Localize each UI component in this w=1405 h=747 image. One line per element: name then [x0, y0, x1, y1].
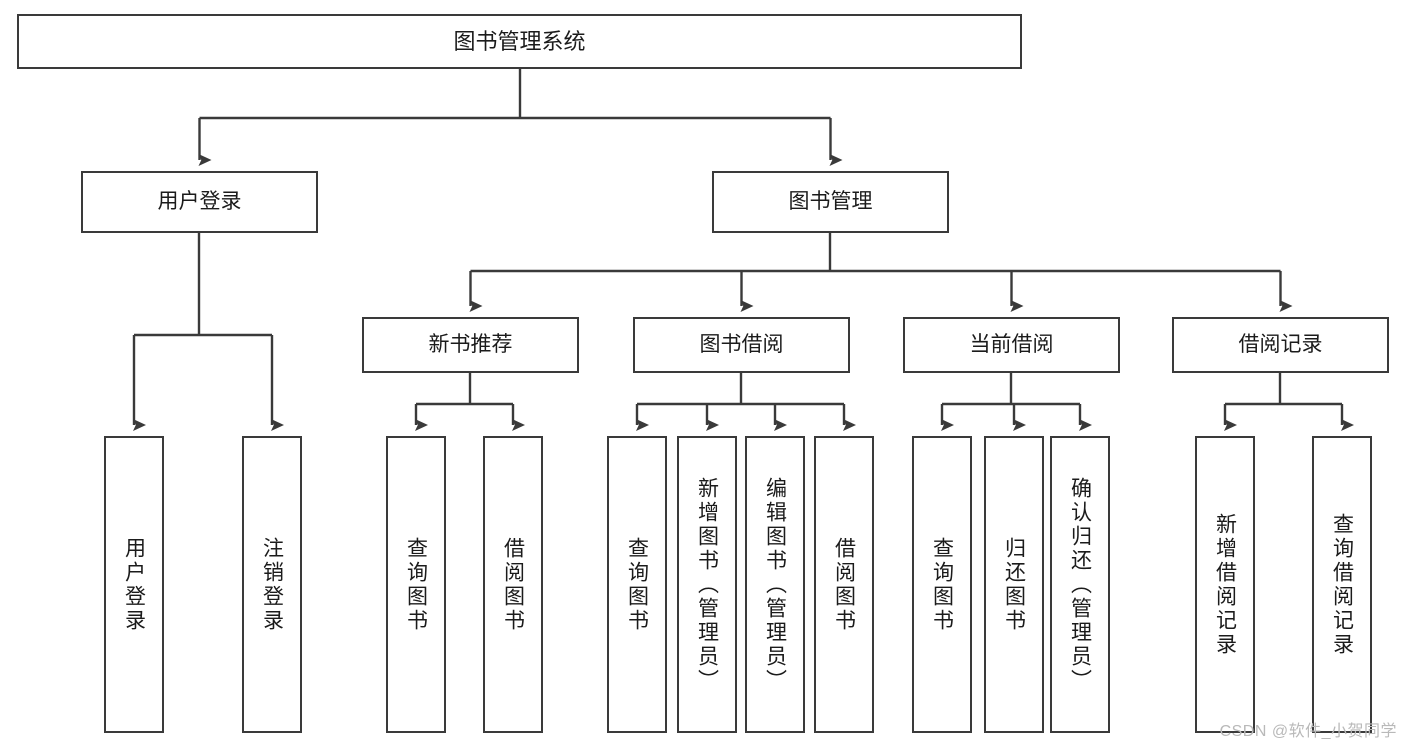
node-leaf-user-login[interactable]: 用户登录	[104, 436, 164, 733]
node-leaf-user-logout[interactable]: 注销登录	[242, 436, 302, 733]
node-label: 图书借阅	[699, 332, 784, 356]
node-leaf-query-book-3[interactable]: 查询图书	[912, 436, 972, 733]
node-root[interactable]: 图书管理系统	[17, 14, 1022, 69]
node-leaf-return-book[interactable]: 归还图书	[984, 436, 1044, 733]
node-leaf-edit-book[interactable]: 编辑图书（管理员）	[745, 436, 805, 733]
node-label: 借阅记录	[1238, 332, 1323, 356]
node-label: 用户登录	[157, 189, 242, 213]
node-label: 当前借阅	[969, 332, 1054, 356]
node-label: 新增借阅记录	[1213, 512, 1237, 657]
node-label: 查询借阅记录	[1330, 512, 1354, 657]
node-leaf-confirm-return[interactable]: 确认归还（管理员）	[1050, 436, 1110, 733]
node-label: 查询图书	[625, 536, 649, 633]
node-label: 查询图书	[930, 536, 954, 633]
node-borrow-record[interactable]: 借阅记录	[1172, 317, 1389, 373]
node-label: 借阅图书	[501, 536, 525, 633]
node-label: 编辑图书（管理员）	[763, 476, 787, 693]
node-leaf-borrow-book-2[interactable]: 借阅图书	[814, 436, 874, 733]
node-label: 图书管理系统	[453, 28, 586, 54]
node-label: 新书推荐	[428, 332, 513, 356]
node-label: 查询图书	[404, 536, 428, 633]
node-label: 注销登录	[260, 536, 284, 633]
node-book-borrow[interactable]: 图书借阅	[633, 317, 850, 373]
node-label: 用户登录	[122, 536, 146, 633]
node-leaf-borrow-book-1[interactable]: 借阅图书	[483, 436, 543, 733]
node-new-book-recommend[interactable]: 新书推荐	[362, 317, 579, 373]
node-book-manage[interactable]: 图书管理	[712, 171, 949, 233]
node-leaf-add-book[interactable]: 新增图书（管理员）	[677, 436, 737, 733]
node-leaf-query-record[interactable]: 查询借阅记录	[1312, 436, 1372, 733]
node-user-login[interactable]: 用户登录	[81, 171, 318, 233]
node-label: 图书管理	[788, 189, 873, 213]
node-label: 归还图书	[1002, 536, 1026, 633]
node-label: 新增图书（管理员）	[695, 476, 719, 693]
node-current-borrow[interactable]: 当前借阅	[903, 317, 1120, 373]
node-label: 确认归还（管理员）	[1068, 476, 1092, 693]
node-leaf-add-record[interactable]: 新增借阅记录	[1195, 436, 1255, 733]
node-leaf-query-book-1[interactable]: 查询图书	[386, 436, 446, 733]
node-label: 借阅图书	[832, 536, 856, 633]
node-leaf-query-book-2[interactable]: 查询图书	[607, 436, 667, 733]
